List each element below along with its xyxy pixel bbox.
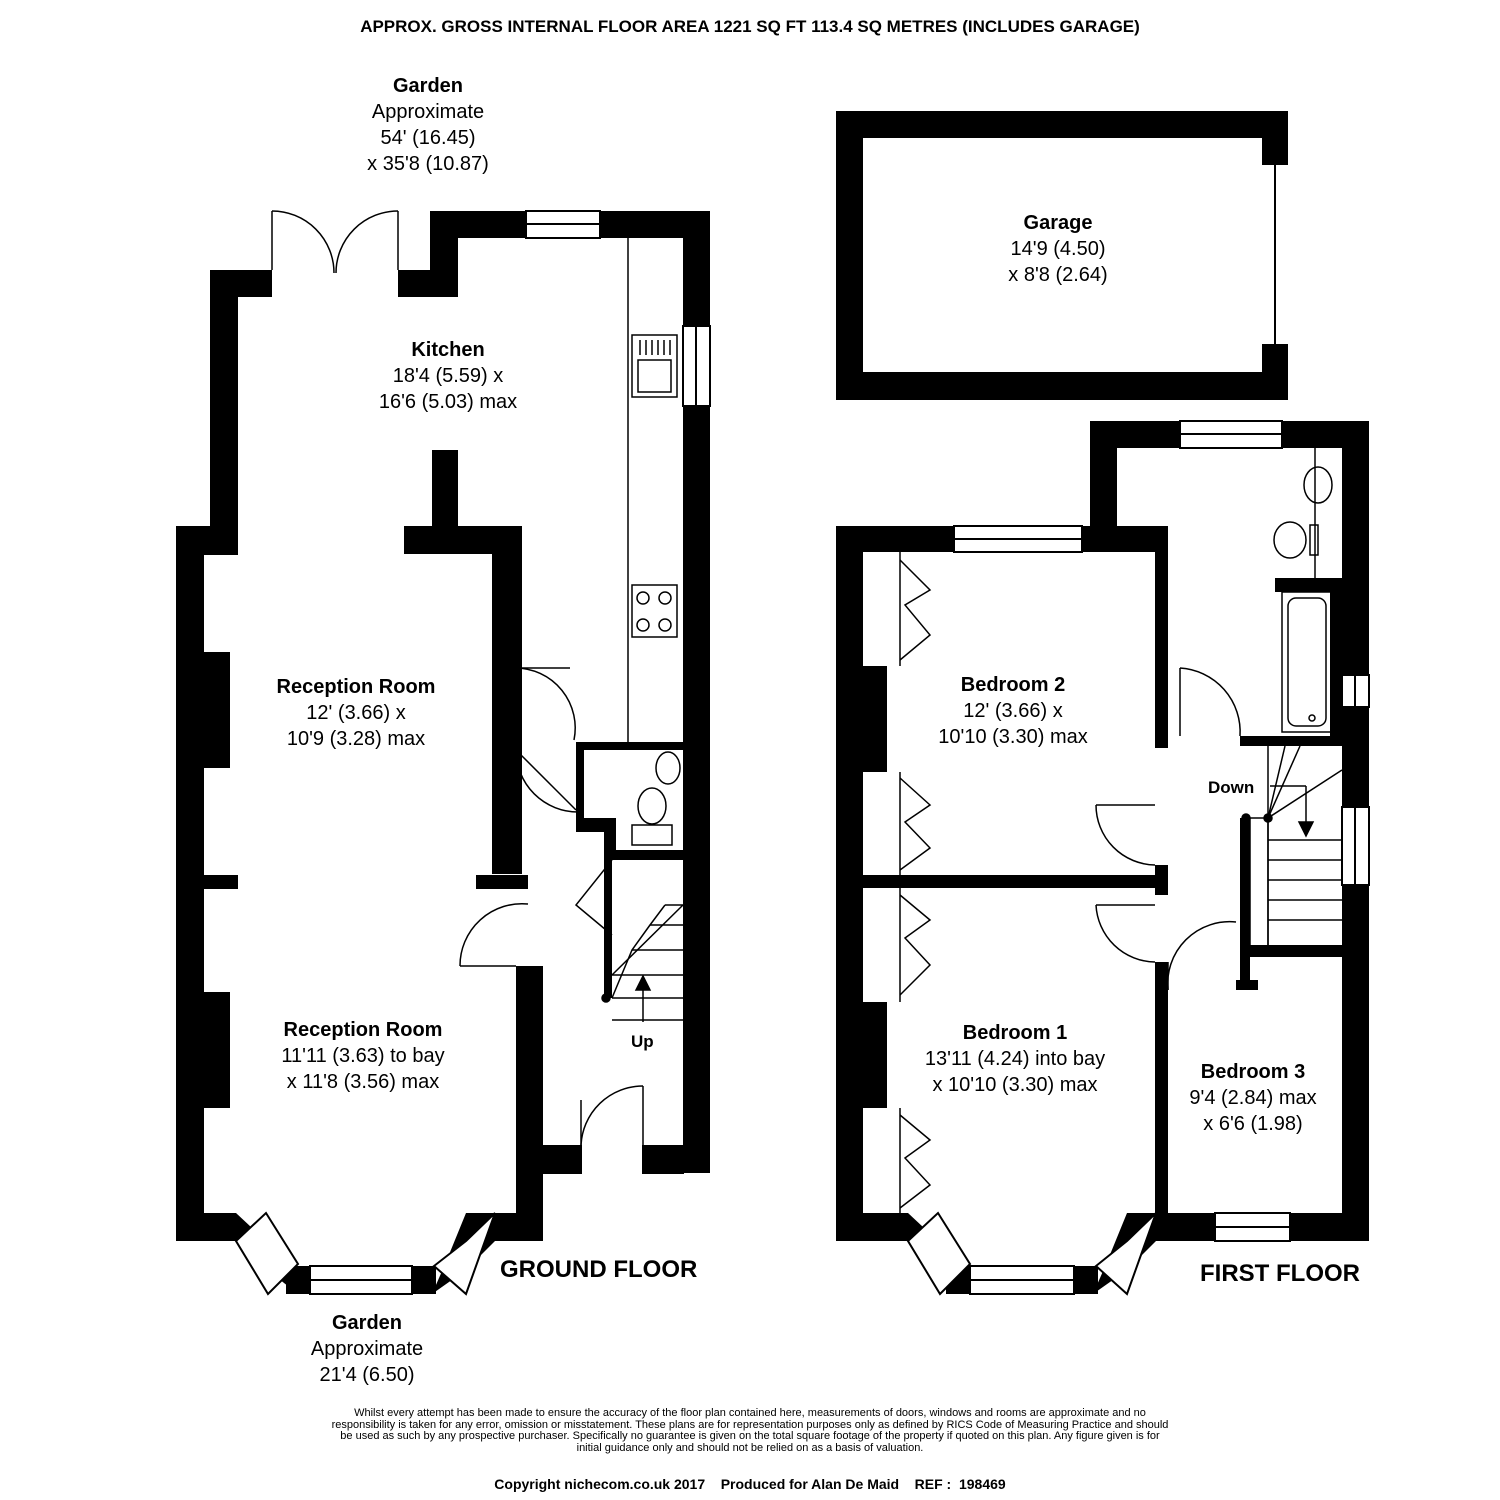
kitchen-fittings: [627, 238, 678, 742]
garage-label: Garage 14'9 (4.50) x 8'8 (2.64): [1008, 210, 1107, 288]
first-floor-doors: [899, 552, 1241, 1213]
bedroom-3-label: Bedroom 3 9'4 (2.84) max x 6'6 (1.98): [1189, 1059, 1316, 1137]
first-floor-title: FIRST FLOOR: [1200, 1260, 1360, 1287]
ground-stairs: [601, 904, 684, 1022]
kitchen-line1: 18'4 (5.59) x: [392, 365, 504, 387]
garage-line2: x 8'8 (2.64): [1008, 264, 1108, 286]
garden-front-name: Garden: [331, 1312, 403, 1334]
reception-room-2-name: Reception Room: [283, 1019, 443, 1041]
bedroom-2-line2: 10'10 (3.30) max: [938, 726, 1088, 748]
bedroom-3-line2: x 6'6 (1.98): [1203, 1113, 1303, 1135]
kitchen-name: Kitchen: [411, 339, 485, 361]
garage-walls: [836, 111, 1288, 400]
reception-room-1-name: Reception Room: [276, 676, 436, 698]
copyright-line: Copyright nichecom.co.uk 2017 Produced f…: [494, 1476, 1006, 1492]
ground-floor-title: GROUND FLOOR: [500, 1256, 698, 1283]
garden-front-label: Garden Approximate 21'4 (6.50): [311, 1310, 423, 1388]
garage-line1: 14'9 (4.50): [1010, 238, 1106, 260]
bedroom-1-line1: 13'11 (4.24) into bay: [924, 1048, 1106, 1070]
bedroom-2-label: Bedroom 2 12' (3.66) x 10'10 (3.30) max: [938, 672, 1087, 750]
bathroom-fittings: [1273, 448, 1333, 733]
floor-area-header: APPROX. GROSS INTERNAL FLOOR AREA 1221 S…: [360, 17, 1140, 36]
first-floor-stairs: [1241, 745, 1343, 947]
first-floor-windows: [906, 420, 1370, 1296]
ground-wc-fittings: [631, 751, 681, 846]
bedroom-3-line1: 9'4 (2.84) max: [1189, 1087, 1317, 1109]
reception-room-1-line1: 12' (3.66) x: [306, 702, 406, 724]
reception-room-1-label: Reception Room 12' (3.66) x 10'9 (3.28) …: [277, 674, 436, 752]
reception-room-1-line2: 10'9 (3.28) max: [286, 728, 426, 750]
bedroom-2-line1: 12' (3.66) x: [963, 700, 1063, 722]
garden-rear-line1: Approximate: [371, 101, 485, 123]
disclaimer-text: Whilst every attempt has been made to en…: [331, 1407, 1169, 1454]
bedroom-3-name: Bedroom 3: [1200, 1061, 1306, 1083]
kitchen-label: Kitchen 18'4 (5.59) x 16'6 (5.03) max: [379, 337, 517, 415]
bedroom-2-name: Bedroom 2: [960, 674, 1066, 696]
ground-floor-windows: [234, 210, 711, 1296]
garden-front-line2: 21'4 (6.50): [319, 1364, 415, 1386]
garage-name: Garage: [1023, 212, 1093, 234]
bedroom-1-name: Bedroom 1: [962, 1022, 1068, 1044]
stairs-down-label: Down: [1208, 778, 1255, 797]
garden-rear-label: Garden Approximate 54' (16.45) x 35'8 (1…: [367, 73, 489, 177]
garden-rear-line3: x 35'8 (10.87): [367, 153, 489, 175]
garden-rear-line2: 54' (16.45): [380, 127, 476, 149]
bedroom-1-line2: x 10'10 (3.30) max: [932, 1074, 1098, 1096]
stairs-up-label: Up: [631, 1032, 654, 1051]
kitchen-line2: 16'6 (5.03) max: [378, 391, 518, 413]
bedroom-1-label: Bedroom 1 13'11 (4.24) into bay x 10'10 …: [925, 1020, 1105, 1098]
garden-front-line1: Approximate: [310, 1338, 424, 1360]
ground-floor-doors: [271, 210, 644, 1147]
reception-room-2-label: Reception Room 11'11 (3.63) to bay x 11'…: [281, 1017, 444, 1095]
garden-rear-name: Garden: [392, 75, 464, 97]
reception-room-2-line1: 11'11 (3.63) to bay: [281, 1045, 445, 1067]
reception-room-2-line2: x 11'8 (3.56) max: [286, 1071, 440, 1093]
